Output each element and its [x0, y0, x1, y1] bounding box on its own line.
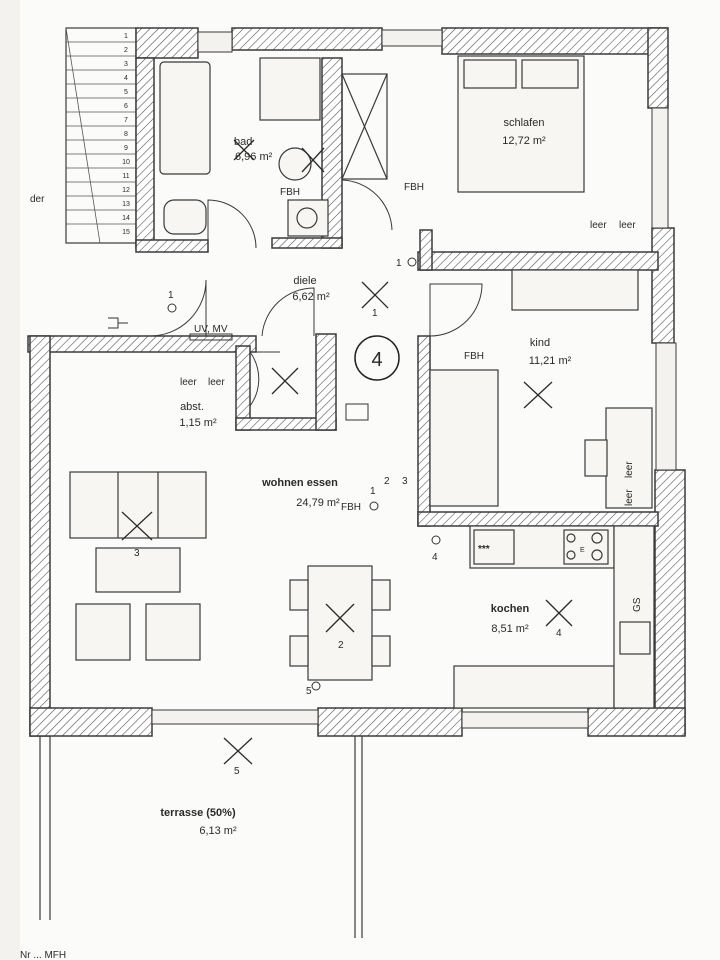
- stair-step-number: 1: [124, 33, 128, 40]
- fbh-hall: FBH: [404, 182, 424, 193]
- schlafen-area: 12,72 m²: [502, 135, 546, 147]
- abst-name: abst.: [180, 401, 204, 413]
- stair-step-number: 6: [124, 103, 128, 110]
- footer-text: Nr ... MFH: [20, 950, 66, 960]
- bathroom-fixtures: [159, 57, 329, 237]
- ceiling-light-markers: [121, 139, 573, 765]
- schlafen-name: schlafen: [504, 117, 545, 129]
- num-2b: 2: [338, 640, 344, 651]
- fbh-bad: FBH: [280, 187, 300, 198]
- stair-step-number: 12: [122, 187, 130, 194]
- num-4b: 4: [556, 628, 562, 639]
- toilet-icon: [163, 199, 207, 235]
- stair-step-number: 3: [124, 61, 128, 68]
- washbasin-icon: [278, 147, 312, 181]
- kind-name: kind: [530, 337, 550, 349]
- der-label: der: [30, 194, 45, 205]
- windows: [151, 29, 677, 729]
- bad-name: bad: [234, 136, 252, 148]
- fbh-wohnen: FBH: [341, 502, 361, 513]
- uv-mv-label: UV, MV: [194, 324, 228, 335]
- shower-tray-icon: [259, 57, 321, 121]
- gs-label: GS: [632, 597, 643, 612]
- bathtub-icon: [159, 61, 211, 175]
- stair-step-number: 14: [122, 215, 130, 222]
- stair-step-number: 2: [124, 47, 128, 54]
- desk-icon: [605, 407, 653, 509]
- leer-4: leer: [208, 377, 225, 388]
- dining-table-icon: [307, 565, 373, 681]
- leer-1: leer: [590, 220, 607, 231]
- num-1d: 1: [370, 486, 376, 497]
- kochen-area: 8,51 m²: [491, 623, 529, 635]
- stair-step-number: 4: [124, 75, 128, 82]
- num-1b: 1: [168, 290, 174, 301]
- num-1c: 1: [372, 308, 378, 319]
- stair-step-number: 10: [122, 159, 130, 166]
- num-4a: 4: [432, 552, 438, 563]
- diele-area: 6,62 m²: [292, 291, 330, 303]
- stair-step-number: 7: [124, 117, 128, 124]
- sink-icon: [619, 621, 651, 655]
- stair-step-number: 8: [124, 131, 128, 138]
- leer-5: leer: [624, 461, 635, 478]
- electrical-symbols: [108, 257, 441, 691]
- kid-furniture: [429, 269, 653, 509]
- kitchen-counters: [453, 525, 655, 709]
- stair-step-number: 5: [124, 89, 128, 96]
- leer-3: leer: [180, 377, 197, 388]
- kochen-name: kochen: [491, 603, 530, 615]
- armchair-left-icon: [75, 603, 131, 661]
- coffee-table-icon: [95, 547, 181, 593]
- leer-2: leer: [619, 220, 636, 231]
- sofa-icon: [69, 471, 207, 539]
- num-1a: 1: [396, 258, 402, 269]
- shaft: [341, 73, 388, 180]
- bad-area: 6,96 m²: [235, 151, 273, 163]
- armchair-right-icon: [145, 603, 201, 661]
- stair-step-number: 11: [122, 173, 129, 180]
- num-3b: 3: [134, 548, 140, 559]
- num-5a: 5: [306, 686, 312, 697]
- wohnen-area: 24,79 m²: [296, 497, 340, 509]
- living-furniture: [69, 471, 391, 681]
- door-swings: [149, 179, 483, 407]
- chair-icon: [584, 439, 608, 477]
- wardrobe-icon: [511, 269, 639, 311]
- terrasse-area: 6,13 m²: [199, 825, 237, 837]
- unit-number: 4: [371, 349, 382, 371]
- stair-step-number: 9: [124, 145, 128, 152]
- terrasse-name: terrasse (50%): [160, 807, 236, 819]
- oven-label: E: [580, 547, 585, 554]
- double-bed-icon: [457, 55, 585, 193]
- num-5b: 5: [234, 766, 240, 777]
- leer-6: leer: [624, 489, 635, 506]
- hob-label: ***: [478, 544, 490, 555]
- hob-icon: [473, 529, 515, 565]
- stair-step-number: 13: [122, 201, 130, 208]
- unit-number-circle: [354, 335, 400, 381]
- diele-name: diele: [293, 275, 316, 287]
- abst-area: 1,15 m²: [179, 417, 217, 429]
- wohnen-name: wohnen essen: [261, 477, 338, 489]
- walls: [27, 27, 686, 737]
- fbh-kind: FBH: [464, 351, 484, 362]
- num-3a: 3: [402, 476, 408, 487]
- terrace: [39, 736, 363, 938]
- num-2a: 2: [384, 476, 390, 487]
- kind-area: 11,21 m²: [529, 355, 572, 367]
- stair-step-number: 15: [122, 229, 130, 236]
- single-bed-icon: [429, 369, 499, 507]
